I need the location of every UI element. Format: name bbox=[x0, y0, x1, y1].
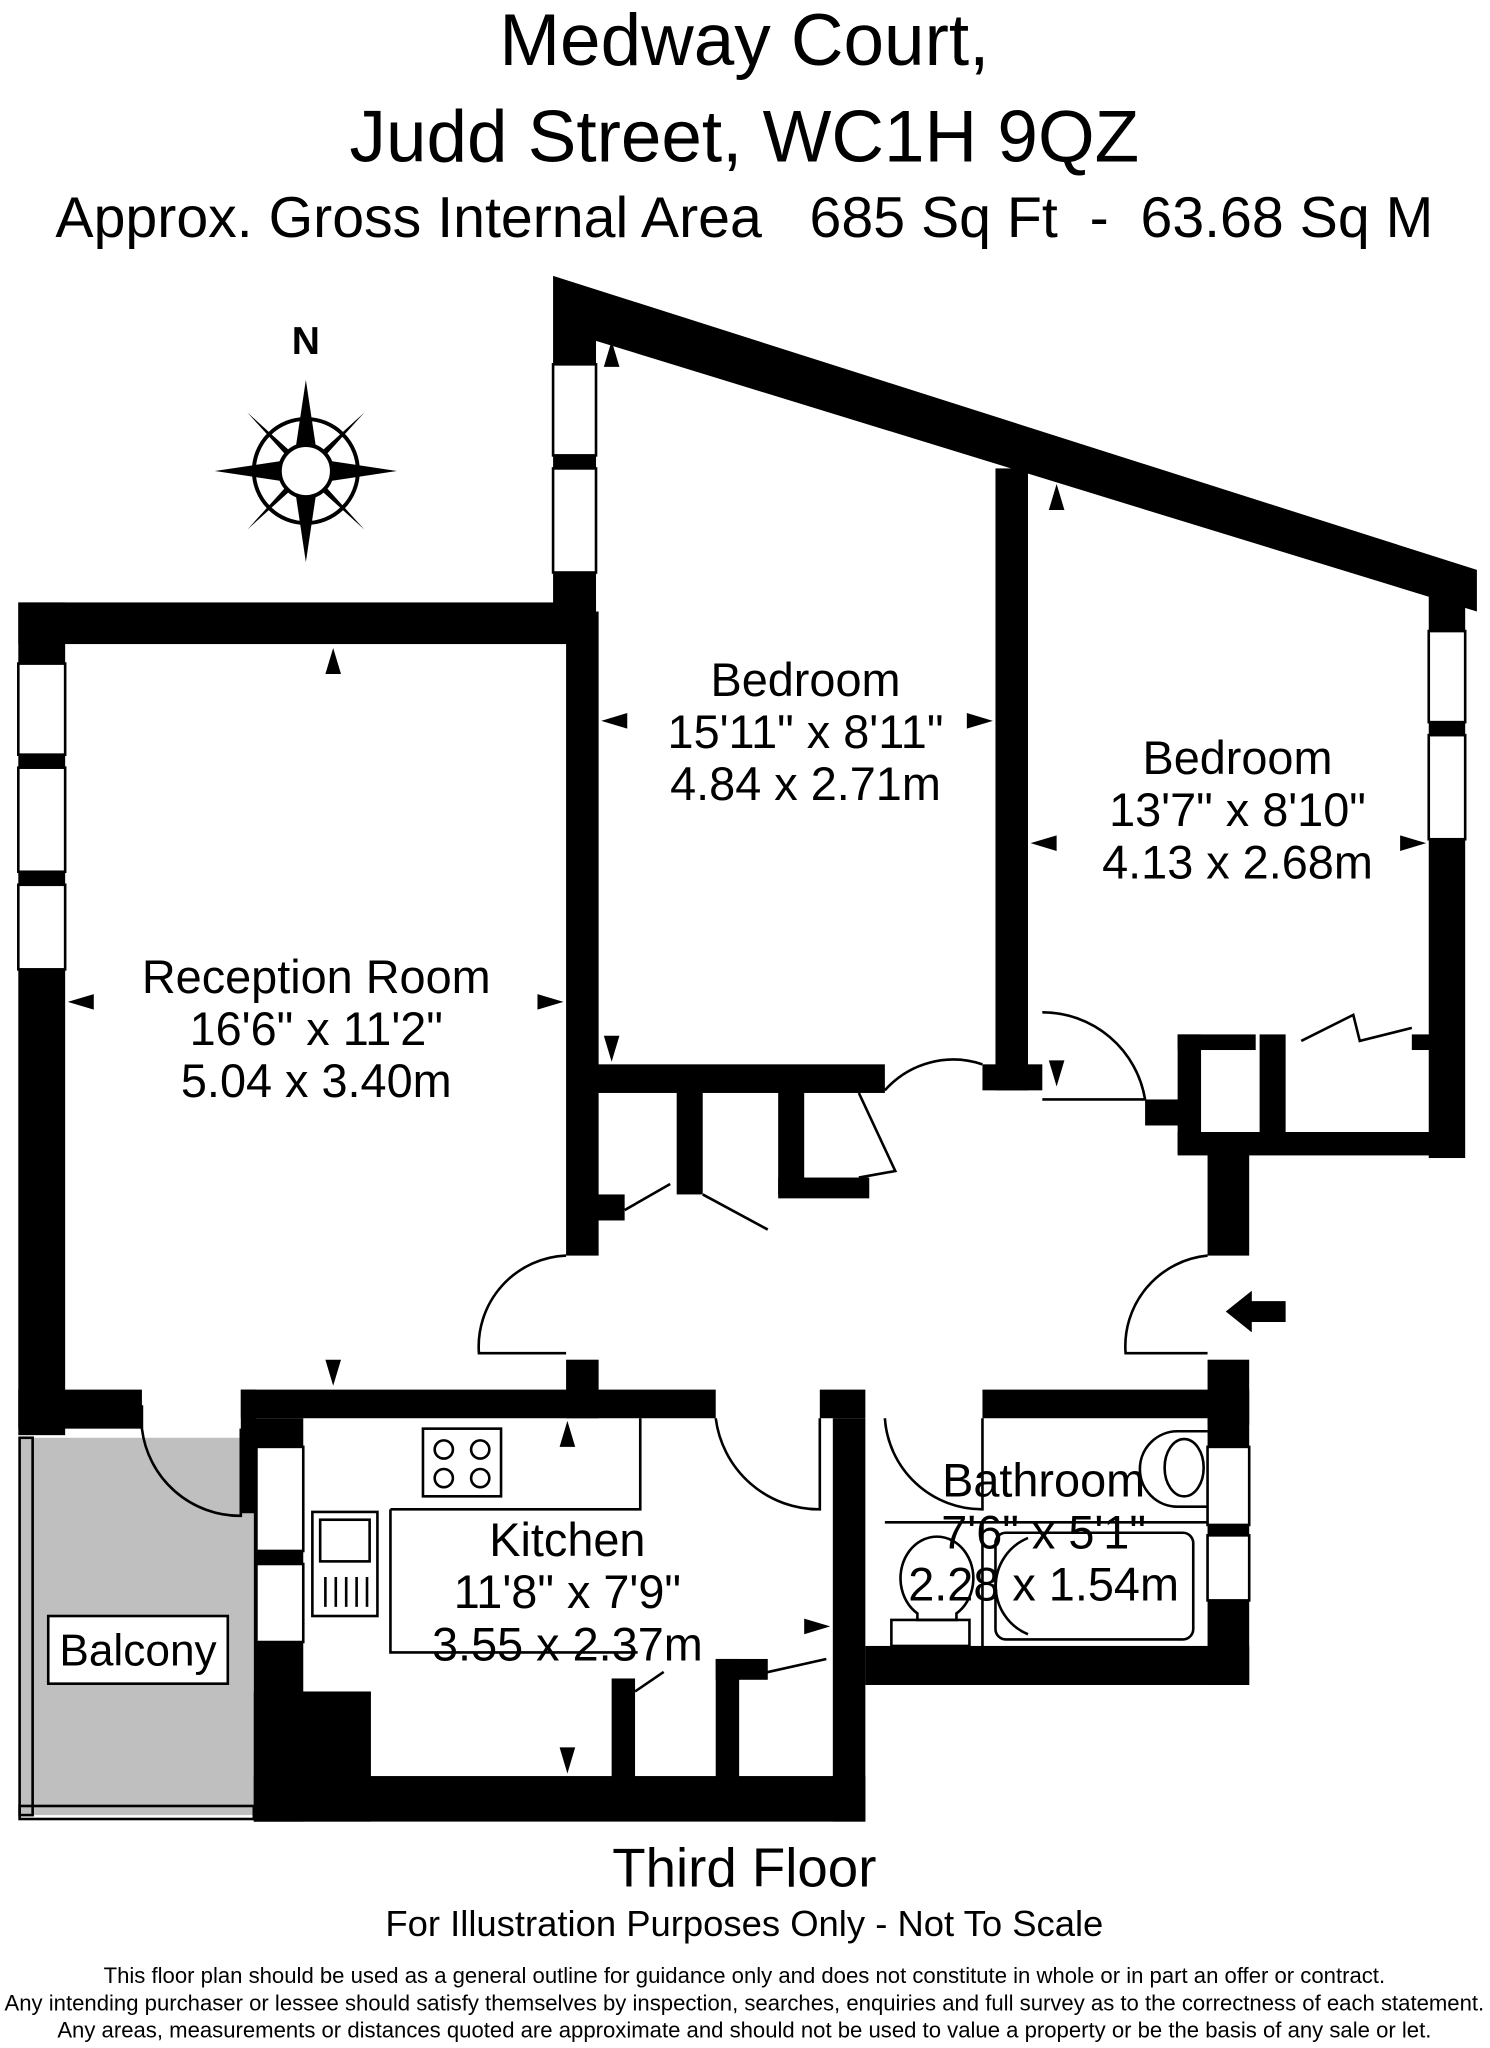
room-imperial: 13'7" x 8'10" bbox=[1109, 784, 1366, 836]
room-metric: 4.13 x 2.68m bbox=[1102, 836, 1373, 888]
entrance-arrow-icon bbox=[1225, 1290, 1286, 1333]
room-name: Balcony bbox=[59, 1626, 217, 1675]
area-text: Approx. Gross Internal Area 685 Sq Ft - … bbox=[55, 186, 1433, 250]
room-name: Bedroom bbox=[1142, 732, 1332, 784]
windows bbox=[17, 363, 1467, 1644]
room-metric: 3.55 x 2.37m bbox=[432, 1618, 703, 1670]
scale-note: For Illustration Purposes Only - Not To … bbox=[385, 1903, 1103, 1944]
compass-north-label: N bbox=[292, 320, 320, 363]
room-metric: 2.28 x 1.54m bbox=[908, 1558, 1179, 1610]
room-imperial: 15'11" x 8'11" bbox=[668, 706, 944, 758]
fixtures bbox=[311, 1418, 1208, 1654]
room-metric: 4.84 x 2.71m bbox=[670, 758, 941, 810]
title-line-1: Medway Court, bbox=[499, 0, 989, 81]
room-name: Kitchen bbox=[489, 1514, 645, 1566]
room-name: Reception Room bbox=[142, 951, 491, 1003]
floor-label: Third Floor bbox=[612, 1838, 876, 1899]
compass-rose-icon: N bbox=[214, 320, 397, 563]
room-balcony: Balcony bbox=[46, 1614, 230, 1685]
disclaimer-line: This floor plan should be used as a gene… bbox=[104, 1963, 1386, 1988]
room-bathroom: Bathroom 7'6" x 5'1" 2.28 x 1.54m bbox=[908, 1454, 1179, 1610]
room-bedroom-1: Bedroom 15'11" x 8'11" 4.84 x 2.71m bbox=[668, 654, 944, 810]
room-reception: Reception Room 16'6" x 11'2" 5.04 x 3.40… bbox=[142, 951, 491, 1107]
room-metric: 5.04 x 3.40m bbox=[181, 1055, 452, 1107]
room-imperial: 11'8" x 7'9" bbox=[454, 1566, 681, 1618]
room-bedroom-2: Bedroom 13'7" x 8'10" 4.13 x 2.68m bbox=[1102, 732, 1373, 888]
dimension-arrows bbox=[67, 340, 1427, 1774]
disclaimer-line: Any areas, measurements or distances quo… bbox=[57, 2018, 1431, 2043]
doors bbox=[140, 1010, 1413, 1693]
room-name: Bedroom bbox=[710, 654, 900, 706]
disclaimer-line: Any intending purchaser or lessee should… bbox=[5, 1990, 1485, 2015]
room-imperial: 7'6" x 5'1" bbox=[941, 1506, 1146, 1558]
room-name: Bathroom bbox=[942, 1454, 1145, 1506]
room-kitchen: Kitchen 11'8" x 7'9" 3.55 x 2.37m bbox=[432, 1514, 703, 1670]
room-imperial: 16'6" x 11'2" bbox=[190, 1003, 443, 1055]
title-line-2: Judd Street, WC1H 9QZ bbox=[350, 96, 1140, 177]
